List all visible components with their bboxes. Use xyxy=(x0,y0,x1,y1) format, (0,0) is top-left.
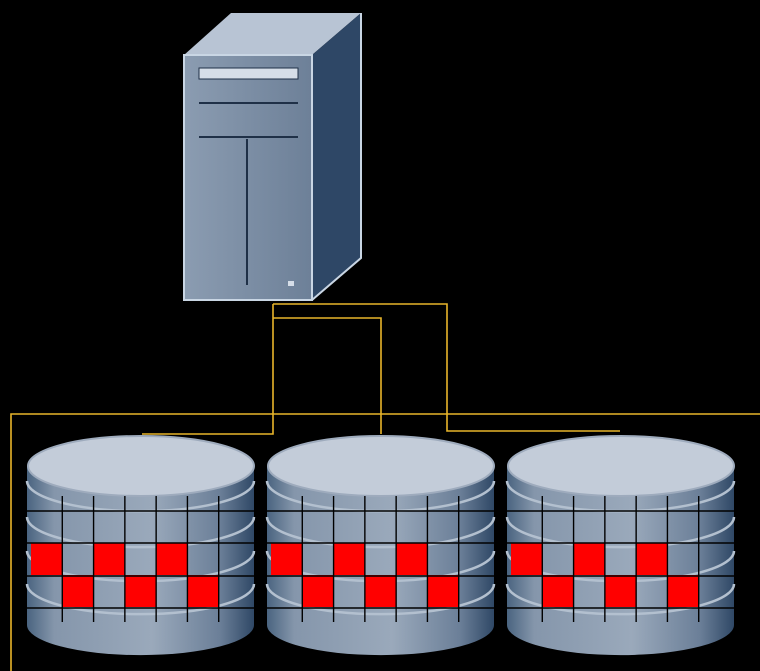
data-block xyxy=(427,575,459,607)
connector-to-disk-1 xyxy=(258,304,274,435)
disk-band xyxy=(505,516,736,549)
data-block xyxy=(604,575,637,607)
connector-to-disk-3 xyxy=(273,303,620,432)
data-block xyxy=(511,543,543,575)
data-block xyxy=(396,543,428,575)
disk-cylinder-icon xyxy=(265,435,496,656)
data-block xyxy=(364,575,397,607)
data-block xyxy=(542,575,574,607)
data-block xyxy=(636,543,668,575)
disk-top xyxy=(507,435,735,497)
server-drive-bay xyxy=(198,67,299,80)
data-block xyxy=(333,543,365,575)
disk-cylinder-icon xyxy=(505,435,736,656)
disk-band xyxy=(265,516,496,549)
data-block xyxy=(156,543,188,575)
data-block xyxy=(62,575,94,607)
data-block xyxy=(667,575,699,607)
data-block xyxy=(302,575,334,607)
disk-top xyxy=(27,435,255,497)
data-block xyxy=(31,543,63,575)
disk-top xyxy=(267,435,495,497)
disk-band xyxy=(25,516,256,549)
disk-band xyxy=(505,583,736,616)
server-power-led xyxy=(288,281,294,286)
bus-connectors xyxy=(10,303,760,671)
data-block xyxy=(187,575,219,607)
connector-to-disk-2 xyxy=(273,317,382,434)
server-tower-icon xyxy=(183,13,362,301)
disk-band xyxy=(265,583,496,616)
disk-array xyxy=(25,435,736,656)
disk-band xyxy=(25,583,256,616)
data-block xyxy=(271,543,303,575)
outer-bus-line xyxy=(10,413,760,671)
server-top-face xyxy=(184,13,361,55)
server-side-edge xyxy=(311,13,362,301)
data-block xyxy=(124,575,157,607)
server-side-face xyxy=(312,13,361,300)
data-block xyxy=(573,543,605,575)
disk-cylinder-icon xyxy=(25,435,256,656)
data-block xyxy=(93,543,125,575)
